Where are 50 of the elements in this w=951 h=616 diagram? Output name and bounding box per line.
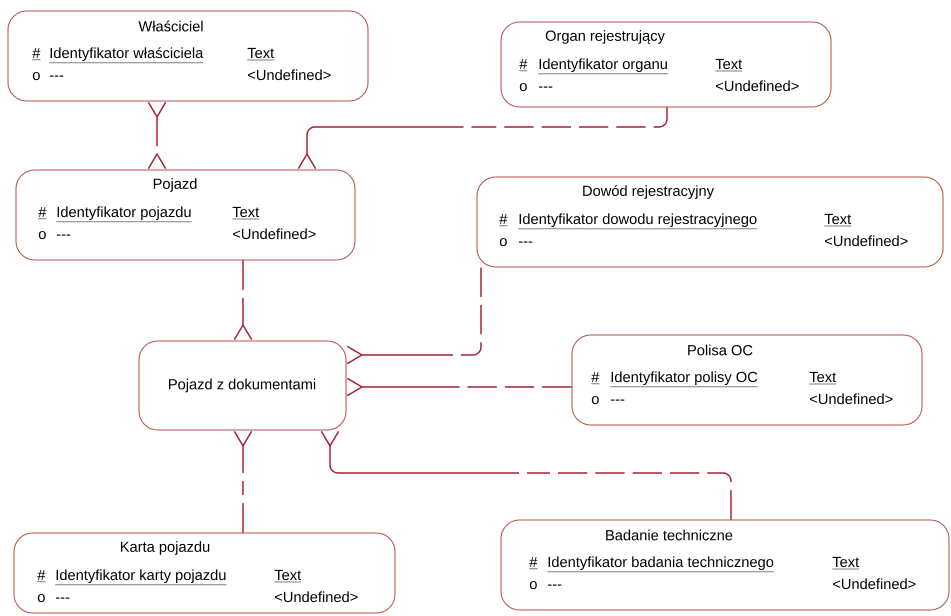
- optional-marker: o: [520, 83, 527, 92]
- attribute-name: ---: [56, 234, 70, 236]
- entity-name: Badanie techniczne: [606, 530, 732, 540]
- optional-marker: o: [38, 231, 46, 240]
- attribute-type: Text: [809, 372, 836, 384]
- entity-name: Pojazd: [154, 178, 196, 192]
- optional-marker: o: [500, 238, 507, 246]
- attribute-type: Text: [274, 570, 302, 582]
- attribute-type: <Undefined>: [833, 578, 916, 590]
- attribute-name: Identyfikator właściciela: [49, 47, 204, 64]
- entity-name: Polisa OC: [688, 344, 752, 356]
- attribute-name: ---: [50, 76, 64, 77]
- optional-marker: o: [530, 581, 537, 590]
- attribute-type: Text: [715, 58, 742, 72]
- relationship-line: [320, 430, 732, 520]
- attribute-name: ---: [610, 400, 624, 401]
- attribute-name: ---: [538, 86, 552, 88]
- attribute-name: Identyfikator dowodu rejestracyjnego: [518, 213, 758, 230]
- attribute-type: Text: [232, 206, 260, 220]
- optional-marker: o: [32, 72, 40, 80]
- attribute-name: Identyfikator polisy OC: [610, 371, 758, 388]
- optional-marker: o: [38, 594, 45, 602]
- attribute-type: Text: [832, 556, 860, 570]
- attribute-type: <Undefined>: [716, 80, 799, 92]
- attribute-name: ---: [548, 584, 562, 586]
- relationship-line: [346, 268, 482, 364]
- relationship-line: [298, 108, 668, 170]
- attribute-type: <Undefined>: [810, 393, 893, 404]
- attribute-name: Identyfikator karty pojazdu: [55, 569, 227, 586]
- attribute-name: Identyfikator organu: [538, 58, 668, 74]
- attribute-type: <Undefined>: [275, 591, 358, 602]
- optional-marker: o: [592, 396, 599, 404]
- attribute-name: Identyfikator pojazdu: [56, 206, 192, 222]
- attribute-name: ---: [56, 598, 70, 599]
- entity-name: Dowód rejestracyjny: [583, 185, 714, 199]
- relationship-line: [346, 378, 572, 396]
- attribute-type: Text: [247, 48, 274, 60]
- relationship-line: [234, 260, 252, 340]
- entity-name: Organ rejestrujący: [546, 30, 665, 44]
- attribute-type: Text: [824, 214, 852, 226]
- entity-name: Właściciel: [138, 20, 203, 32]
- attribute-type: <Undefined>: [248, 69, 331, 80]
- entity-name: Pojazd z dokumentami: [169, 378, 316, 392]
- relationship-line: [234, 430, 252, 532]
- relationship-line: [148, 102, 166, 170]
- attribute-type: <Undefined>: [825, 235, 908, 246]
- attribute-name: ---: [518, 242, 532, 243]
- attribute-type: <Undefined>: [233, 228, 316, 240]
- entity-name: Karta pojazdu: [120, 541, 210, 555]
- attribute-name: Identyfikator badania technicznego: [547, 556, 774, 572]
